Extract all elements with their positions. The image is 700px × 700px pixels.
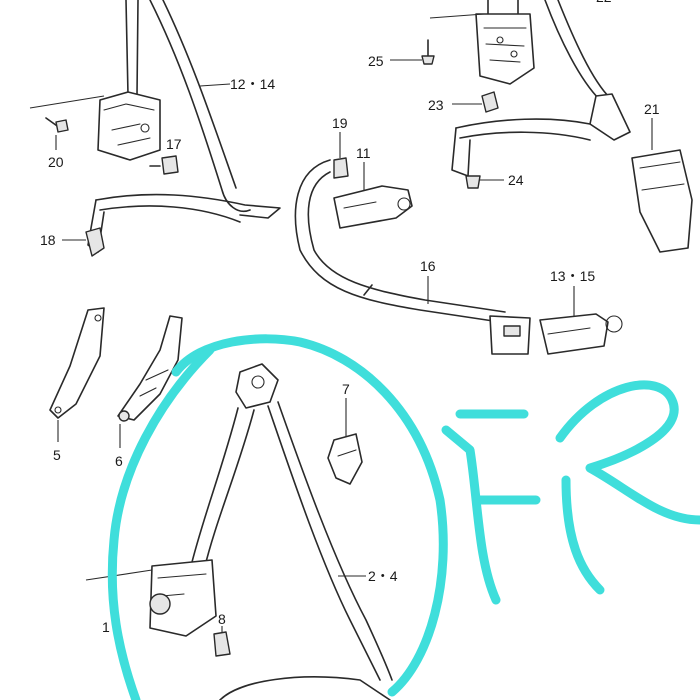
label-25: 25: [368, 53, 384, 69]
label-11: 11: [356, 145, 371, 161]
bolt-24: [465, 175, 504, 189]
label-17: 17: [166, 136, 182, 152]
label-20: 20: [48, 154, 64, 170]
label-23: 23: [428, 97, 444, 113]
label-13-15: 13・15: [550, 268, 595, 284]
annotation-circle: [171, 334, 448, 697]
label-18: 18: [40, 232, 56, 248]
label-8: 8: [218, 611, 226, 627]
label-21: 21: [644, 101, 660, 117]
rear-belt-assembly-left: [85, 0, 281, 257]
label-24: 24: [508, 172, 524, 188]
label-2-4: 2・4: [368, 568, 398, 584]
label-19: 19: [332, 115, 348, 131]
annotation-letter-f: [441, 409, 541, 605]
bolt-23: [452, 91, 499, 113]
annotation-circle-left: [107, 345, 215, 700]
rear-belt-assembly-right: [451, 0, 693, 253]
label-5: 5: [53, 447, 61, 463]
label-12-14: 12・14: [230, 76, 275, 92]
bolt-25: [390, 39, 435, 65]
bracket-5: [49, 307, 105, 442]
annotation-letter-r: [555, 380, 700, 595]
bolt-20: [45, 117, 69, 150]
label-6: 6: [115, 453, 123, 469]
bolt-17: [149, 155, 179, 175]
handwritten-annotation: [107, 334, 700, 700]
label-7: 7: [342, 381, 350, 397]
label-22: 22: [596, 0, 612, 5]
bracket-6: [117, 315, 183, 448]
label-1: 1: [102, 619, 110, 635]
part-labels: 22 25 23 21 12・14 17 20 19 11 24 18 16 1…: [40, 0, 660, 635]
center-buckle-belt: [294, 157, 623, 355]
front-seat-belt-assembly: [149, 363, 393, 700]
label-16: 16: [420, 258, 436, 274]
